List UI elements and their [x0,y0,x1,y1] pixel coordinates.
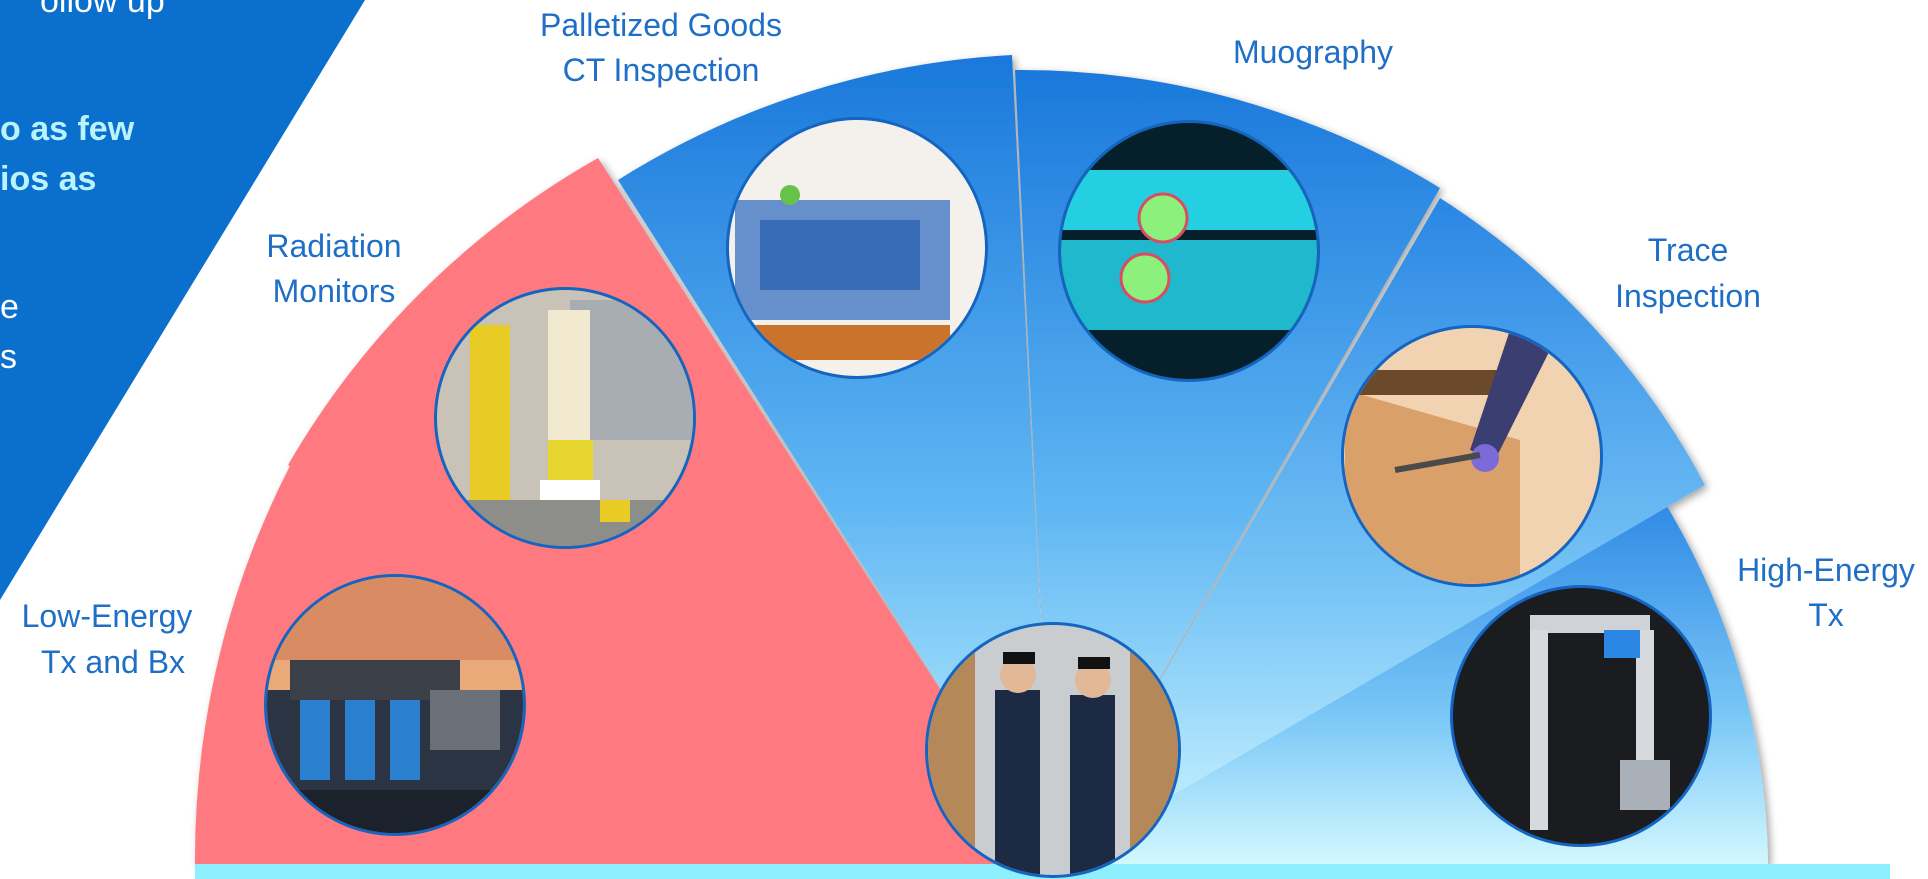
label-high-energy-line2: Tx [1808,597,1844,633]
label-high-energy-line1: High-Energy [1737,552,1915,588]
left-panel-line: e [0,288,19,326]
label-palletized-goods: Palletized Goods CT Inspection [540,7,782,88]
label-high-energy: High-Energy Tx [1737,552,1915,633]
left-panel [0,0,365,600]
label-low-energy-line1: Low-Energy [22,598,193,634]
left-panel-line: o as few [0,110,135,148]
label-radiation-monitors: Radiation Monitors [266,228,401,309]
label-trace-inspection-line2: Inspection [1615,278,1761,314]
label-low-energy-line2: Tx and Bx [41,644,185,680]
label-radiation-monitors-line1: Radiation [266,228,401,264]
label-trace-inspection: Trace Inspection [1615,232,1761,314]
label-muography-line1: Muography [1233,34,1393,70]
high-energy-scanner-image [1450,585,1712,847]
label-palletized-goods-line1: Palletized Goods [540,7,782,43]
left-panel-line: s [0,338,17,376]
left-panel-text: ollow up o as few ios as e s [0,0,165,376]
left-panel-line: ios as [0,160,96,198]
label-muography: Muography [1233,34,1393,70]
label-palletized-goods-line2: CT Inspection [563,52,760,88]
trace-swab-image [1341,325,1603,587]
label-radiation-monitors-line2: Monitors [273,273,396,309]
left-panel-line: ollow up [40,0,165,20]
muon-scan-image [1058,120,1320,382]
customs-officers-image [925,622,1181,878]
label-trace-inspection-line1: Trace [1648,232,1729,268]
border-portal-at-dusk-image [264,574,526,836]
label-low-energy: Low-Energy Tx and Bx [22,598,193,680]
